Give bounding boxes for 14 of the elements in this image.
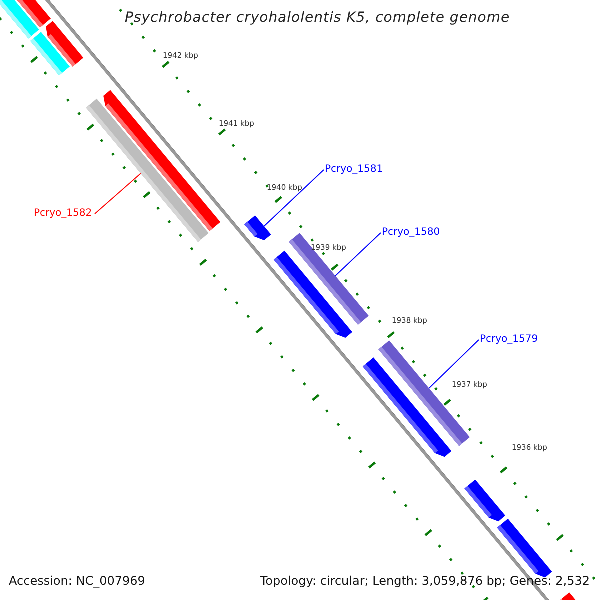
gene-bar bbox=[289, 233, 369, 325]
leader-line bbox=[264, 170, 324, 227]
gene-bar bbox=[244, 216, 272, 240]
gene-label: Pcryo_1579 bbox=[480, 333, 538, 347]
genome-summary-text: Topology: circular; Length: 3,059,876 bp; Genes: 2,532 bbox=[260, 574, 590, 589]
gene-label: Pcryo_1580 bbox=[382, 226, 440, 240]
leader-line bbox=[428, 340, 480, 389]
map-title: Psychrobacter cryohalolentis K5, complete genome bbox=[125, 9, 510, 27]
gene-bar bbox=[378, 340, 470, 446]
gene-label: Pcryo_1582 bbox=[34, 207, 92, 221]
leader-line bbox=[94, 173, 142, 214]
leader-line bbox=[335, 232, 382, 276]
gene-label: Pcryo_1581 bbox=[325, 163, 384, 177]
accession-text: Accession: NC_007969 bbox=[9, 574, 146, 589]
